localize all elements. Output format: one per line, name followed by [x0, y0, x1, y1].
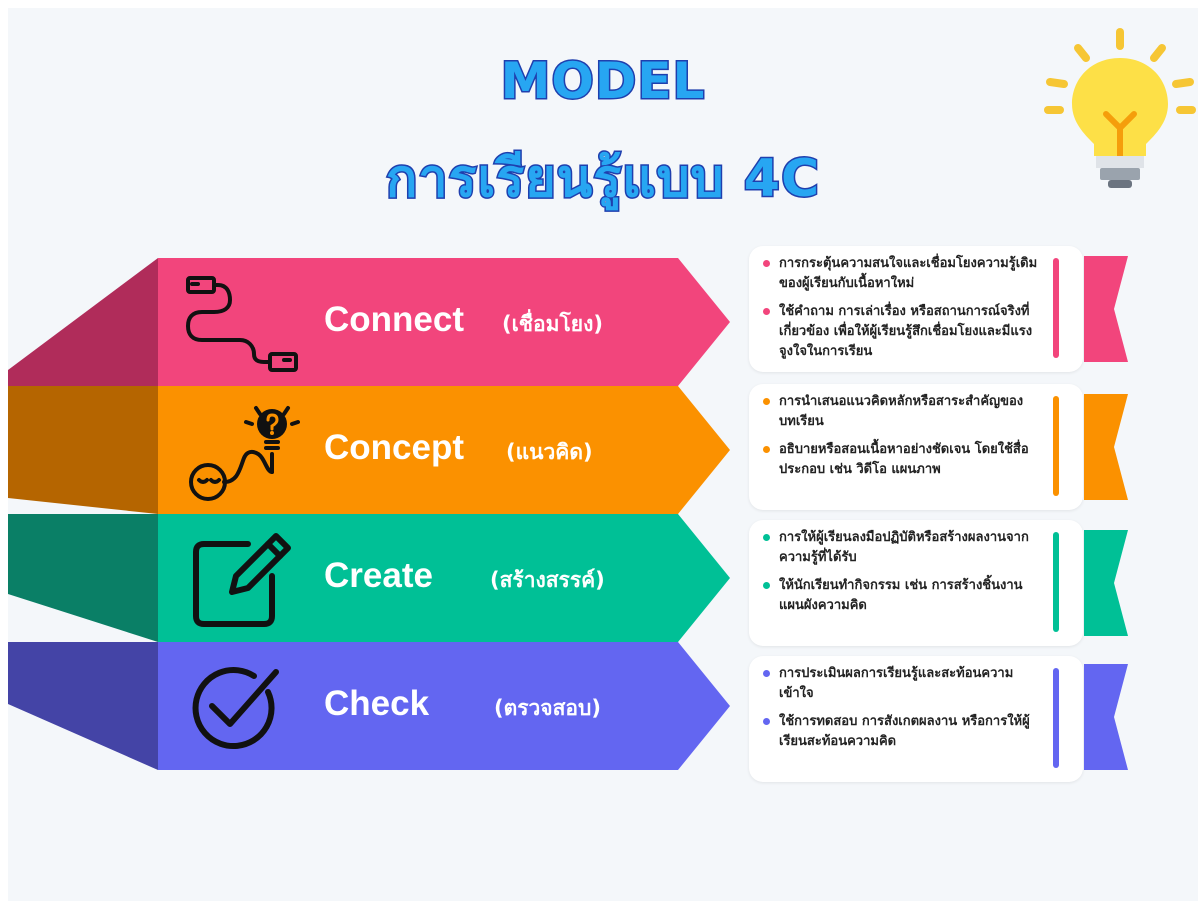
step-concept: Concept (แนวคิด) — [8, 386, 748, 514]
title-model: MODEL — [499, 51, 706, 112]
step-name: Create — [324, 556, 433, 595]
accent-bar — [1053, 258, 1059, 358]
bookmark-flag — [1084, 256, 1128, 362]
band-arrow — [158, 642, 730, 770]
cable-icon — [186, 276, 298, 372]
bullet-item: อธิบายหรือสอนเนื้อหาอย่างชัดเจน โดยใช้สื… — [763, 440, 1039, 480]
idea-head-icon — [189, 406, 300, 501]
edit-icon — [193, 533, 291, 627]
band-side — [8, 642, 158, 770]
bullet-item: การนำเสนอแนวคิดหลักหรือสาระสำคัญของบทเรี… — [763, 392, 1039, 432]
step-thai-name: (เชื่อมโยง) — [502, 312, 603, 336]
step-name: Check — [324, 684, 430, 723]
bookmark-flag — [1084, 664, 1128, 770]
bookmark-flag — [1084, 530, 1128, 636]
step-create: Create (สร้างสรรค์) — [8, 514, 748, 642]
band-side — [8, 386, 158, 514]
bookmark-flag — [1084, 394, 1128, 500]
bullet-item: การประเมินผลการเรียนรู้และสะท้อนความเข้า… — [763, 664, 1039, 704]
card-concept: การนำเสนอแนวคิดหลักหรือสาระสำคัญของบทเรี… — [749, 384, 1083, 510]
accent-bar — [1053, 668, 1059, 768]
accent-bar — [1053, 396, 1059, 496]
step-name: Connect — [324, 300, 464, 339]
step-thai-name: (แนวคิด) — [506, 440, 593, 464]
step-connect: Connect (เชื่อมโยง) — [8, 258, 748, 386]
step-name: Concept — [324, 428, 464, 467]
step-thai-name: (ตรวจสอบ) — [494, 696, 601, 720]
card-create: การให้ผู้เรียนลงมือปฏิบัติหรือสร้างผลงาน… — [749, 520, 1083, 646]
band-arrow — [158, 386, 730, 514]
bullet-item: ใช้คำถาม การเล่าเรื่อง หรือสถานการณ์จริง… — [763, 302, 1039, 362]
band-arrow — [158, 514, 730, 642]
accent-bar — [1053, 532, 1059, 632]
title-4c-learning: การเรียนรู้แบบ 4C — [384, 148, 821, 211]
check-circle-icon — [192, 667, 279, 750]
card-check: การประเมินผลการเรียนรู้และสะท้อนความเข้า… — [749, 656, 1083, 782]
card-connect: การกระตุ้นความสนใจและเชื่อมโยงความรู้เดิ… — [749, 246, 1083, 372]
bullet-item: การกระตุ้นความสนใจและเชื่อมโยงความรู้เดิ… — [763, 254, 1039, 294]
bullet-item: ให้นักเรียนทำกิจกรรม เช่น การสร้างชิ้นงา… — [763, 576, 1039, 616]
bullet-item: การให้ผู้เรียนลงมือปฏิบัติหรือสร้างผลงาน… — [763, 528, 1039, 568]
lightbulb-icon — [1044, 28, 1196, 188]
band-side — [8, 514, 158, 642]
step-check: Check (ตรวจสอบ) — [8, 642, 748, 770]
band-arrow — [158, 258, 730, 386]
step-thai-name: (สร้างสรรค์) — [490, 568, 605, 592]
bullet-item: ใช้การทดสอบ การสังเกตผลงาน หรือการให้ผู้… — [763, 712, 1039, 752]
infographic-canvas: MODEL การเรียนรู้แบบ 4C — [8, 8, 1198, 901]
band-side — [8, 258, 158, 386]
